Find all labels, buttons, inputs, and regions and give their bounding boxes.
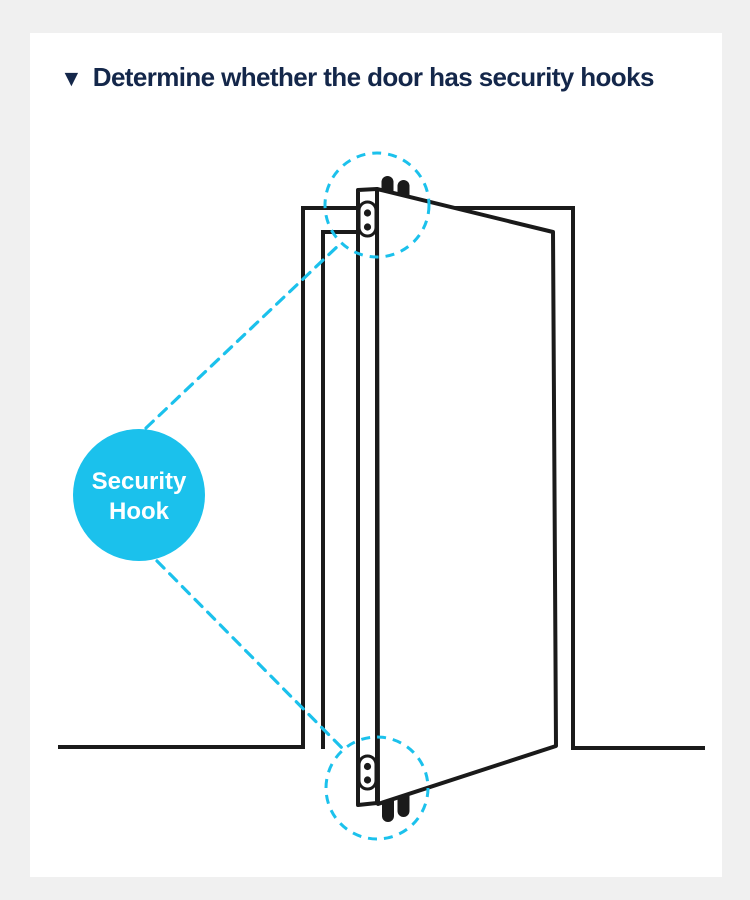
bottom-hinge-callout-circle: [324, 735, 430, 841]
top-hinge-plate: [357, 200, 378, 238]
top-hinge-screw-1: [363, 209, 372, 217]
door-edge-strip: [356, 187, 379, 807]
bottom-hinge-screw-1: [363, 762, 372, 771]
bottom-hinge-plate: [357, 754, 378, 791]
door-panel: [375, 187, 558, 806]
top-hinge-callout-circle: [323, 151, 431, 259]
section-header: ▼ Determine whether the door has securit…: [60, 62, 654, 93]
bottom-hinge-screw-2: [363, 776, 372, 784]
security-hook-label-bubble: [73, 429, 205, 561]
leader-line-bottom: [155, 559, 345, 751]
security-hook-label-line2: Hook: [109, 498, 170, 525]
triangle-bullet-icon: ▼: [60, 65, 83, 91]
page-title: Determine whether the door has security …: [92, 62, 655, 92]
security-hook-label-line1: Security: [92, 468, 187, 495]
top-hinge-screw-2: [363, 223, 372, 231]
door-frame-left-inner: [321, 230, 358, 749]
leader-line-top: [144, 242, 342, 430]
